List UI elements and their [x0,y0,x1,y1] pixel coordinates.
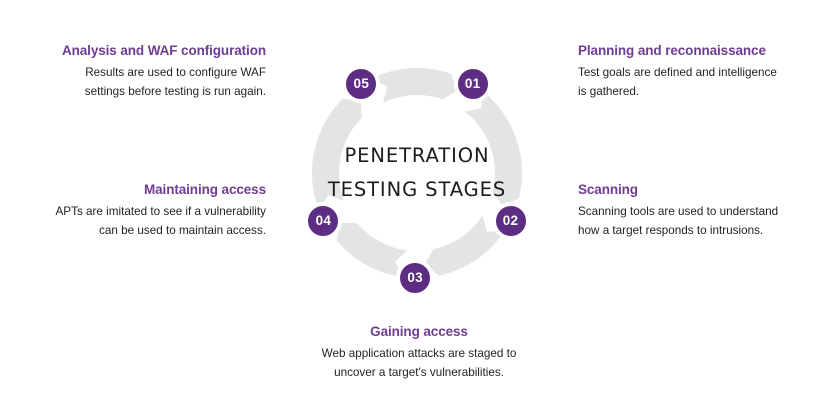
stage-body-03-line-2: uncover a target's vulnerabilities. [334,365,504,379]
stage-badge-01[interactable]: 01 [453,64,492,103]
stage-badge-03[interactable]: 03 [396,258,435,297]
stage-body-02-line-1: Scanning tools are used to understand [578,204,779,218]
ring-arrow-segment [370,68,458,103]
stage-body-05-line-1: Results are used to configure WAF [85,65,266,79]
stage-title-02: Scanning [578,182,638,197]
stage-title-04: Maintaining access [144,182,266,197]
stage-text-scanning: Scanning Scanning tools are used to unde… [578,180,818,240]
stage-body-01-line-1: Test goals are defined and intelligence [578,65,777,79]
stage-badge-04[interactable]: 04 [304,201,343,240]
ring-arrow-segment [311,98,362,211]
stage-text-gaining-access: Gaining access Web application attacks a… [288,322,550,382]
stage-text-maintaining-access: Maintaining access APTs are imitated to … [8,180,267,240]
ring-arrow-segments [311,68,522,278]
process-cycle-ring [306,62,528,284]
ring-arrow-segment [336,222,408,278]
stage-title-03: Gaining access [370,324,468,339]
ring-arrow-segment [465,90,522,206]
stage-body-04-line-1: APTs are imitated to see if a vulnerabil… [55,204,266,218]
stage-title-05: Analysis and WAF configuration [61,43,266,58]
stage-text-planning-and-reconnaissance: Planning and reconnaissance Test goals a… [578,41,818,101]
stage-body-05-line-2: settings before testing is run again. [84,84,266,98]
stage-body-04-line-2: can be used to maintain access. [99,223,266,237]
stage-badge-02[interactable]: 02 [491,201,530,240]
ring-arrow-segment [424,215,506,276]
stage-text-analysis-and-waf-configuration: Analysis and WAF configuration Results a… [8,41,266,101]
stage-badge-05[interactable]: 05 [342,64,381,103]
stage-body-02-line-2: how a target responds to intrusions. [578,223,764,237]
stage-body-03-line-1: Web application attacks are staged to [321,346,517,360]
stage-body-01-line-2: is gathered. [578,84,640,98]
stage-title-01: Planning and reconnaissance [578,43,766,58]
